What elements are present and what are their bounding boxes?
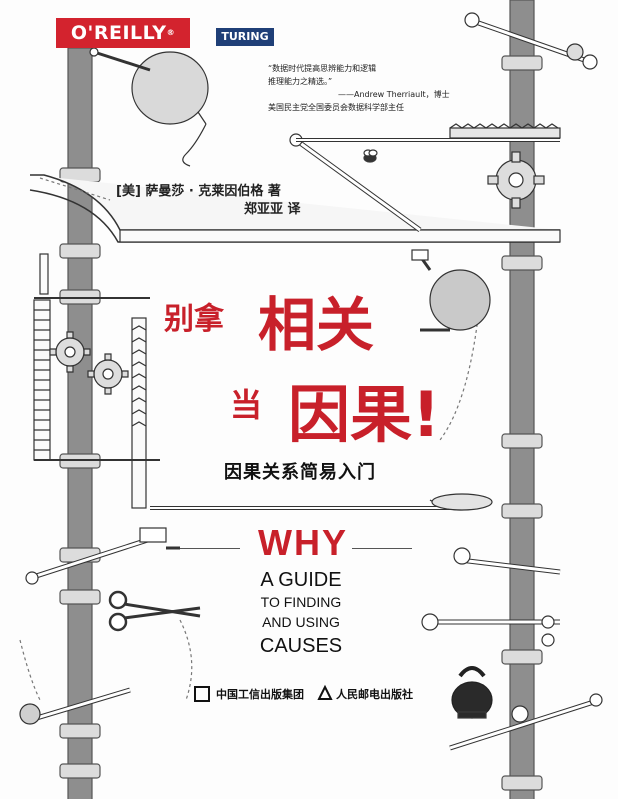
title-part-3: 当 <box>230 386 263 424</box>
why-rule-left <box>180 548 240 549</box>
title-part-1: 别拿 <box>164 302 224 337</box>
why-rule-right <box>352 548 412 549</box>
english-title-line-1: A GUIDE <box>260 569 342 591</box>
translator-line: 郑亚亚 译 <box>244 202 301 217</box>
magnifier-icon <box>411 249 491 332</box>
press-logo-icon <box>317 684 333 700</box>
quote-line-1: “数据时代提高思辨能力和逻辑 <box>268 64 377 73</box>
gear-icon <box>487 151 545 209</box>
turing-logo: TURING <box>216 28 274 46</box>
quote-attribution: ——Andrew Therriault，博士 <box>338 90 450 99</box>
ball-icon <box>19 703 41 725</box>
quote-role: 美国民主党全国委员会数据科学部主任 <box>268 103 404 112</box>
title-part-4: 因果! <box>288 378 441 451</box>
author-line: [美] 萨曼莎 · 克莱因伯格 著 <box>116 184 281 199</box>
subtitle: 因果关系简易入门 <box>224 462 376 483</box>
english-title-why: WHY <box>258 522 348 563</box>
endorsement-quote: “数据时代提高思辨能力和逻辑 推理能力之精选。” ——Andrew Therri… <box>268 62 458 114</box>
quote-line-2: 推理能力之精选。” <box>268 77 333 86</box>
english-title-line-2: TO FINDING <box>260 594 342 610</box>
left-pipe <box>67 47 93 799</box>
oreilly-logo-text: O'REILLY <box>70 22 167 44</box>
english-title-line-3: AND USING <box>262 614 340 630</box>
registered-mark: ® <box>166 28 176 37</box>
kettlebell-icon <box>451 666 493 719</box>
bee-icon <box>363 149 378 163</box>
english-title-line-4: CAUSES <box>259 635 343 657</box>
scissors-icon <box>108 590 201 632</box>
group-logo-icon <box>194 686 210 702</box>
right-pipe <box>509 0 535 799</box>
title-part-2: 相关 <box>258 291 375 359</box>
oreilly-logo: O'REILLY® <box>56 18 190 48</box>
group-imprint: 中国工信出版集团 <box>216 688 304 701</box>
press-imprint: 人民邮电出版社 <box>336 688 413 701</box>
balloon-icon <box>89 47 209 167</box>
